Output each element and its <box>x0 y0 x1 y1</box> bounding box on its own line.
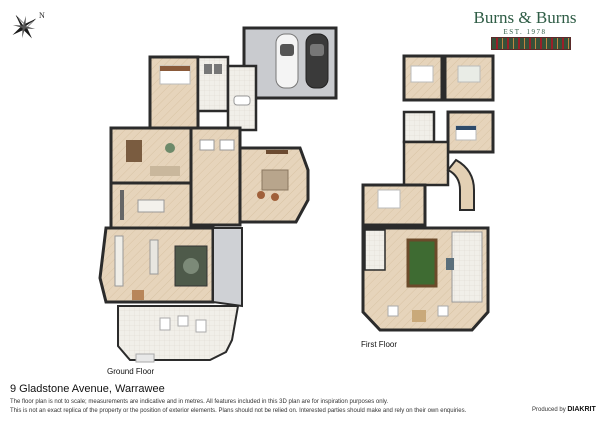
floor-plan <box>98 26 495 363</box>
disclaimer-line-1: The floor plan is not to scale; measurem… <box>10 399 389 405</box>
games-room <box>361 226 490 332</box>
brand-name: Burns & Burns <box>473 8 577 27</box>
credit-company: DIAKRIT <box>567 406 596 413</box>
ground-floor-plan <box>98 26 338 363</box>
compass-icon <box>12 15 36 39</box>
brand-tartan-logo <box>491 37 571 50</box>
first-floor-label: First Floor <box>361 340 397 349</box>
sitting-room <box>238 146 310 224</box>
brand-established: EST. 1978 <box>503 28 547 36</box>
entry-hall <box>189 126 242 227</box>
garage <box>242 26 338 100</box>
first-floor-plan <box>361 54 495 332</box>
credit-prefix: Produced by <box>532 407 566 413</box>
master-suite <box>148 55 258 132</box>
billiard-table <box>406 238 438 288</box>
compass-north-label: N <box>39 11 45 20</box>
family-room <box>98 226 215 304</box>
property-address: 9 Gladstone Avenue, Warrawee <box>10 383 165 395</box>
study-room <box>109 126 193 185</box>
terrace <box>117 305 240 363</box>
kitchen <box>109 181 193 230</box>
first-floor-stairs <box>446 158 475 211</box>
side-path <box>212 227 243 308</box>
upper-hall <box>402 140 450 187</box>
ground-floor-label: Ground Floor <box>107 367 155 376</box>
disclaimer-line-2: This is not an exact replica of the prop… <box>10 408 467 414</box>
produced-by-credit: Produced by DIAKRIT <box>532 406 596 413</box>
bathroom <box>402 110 436 144</box>
